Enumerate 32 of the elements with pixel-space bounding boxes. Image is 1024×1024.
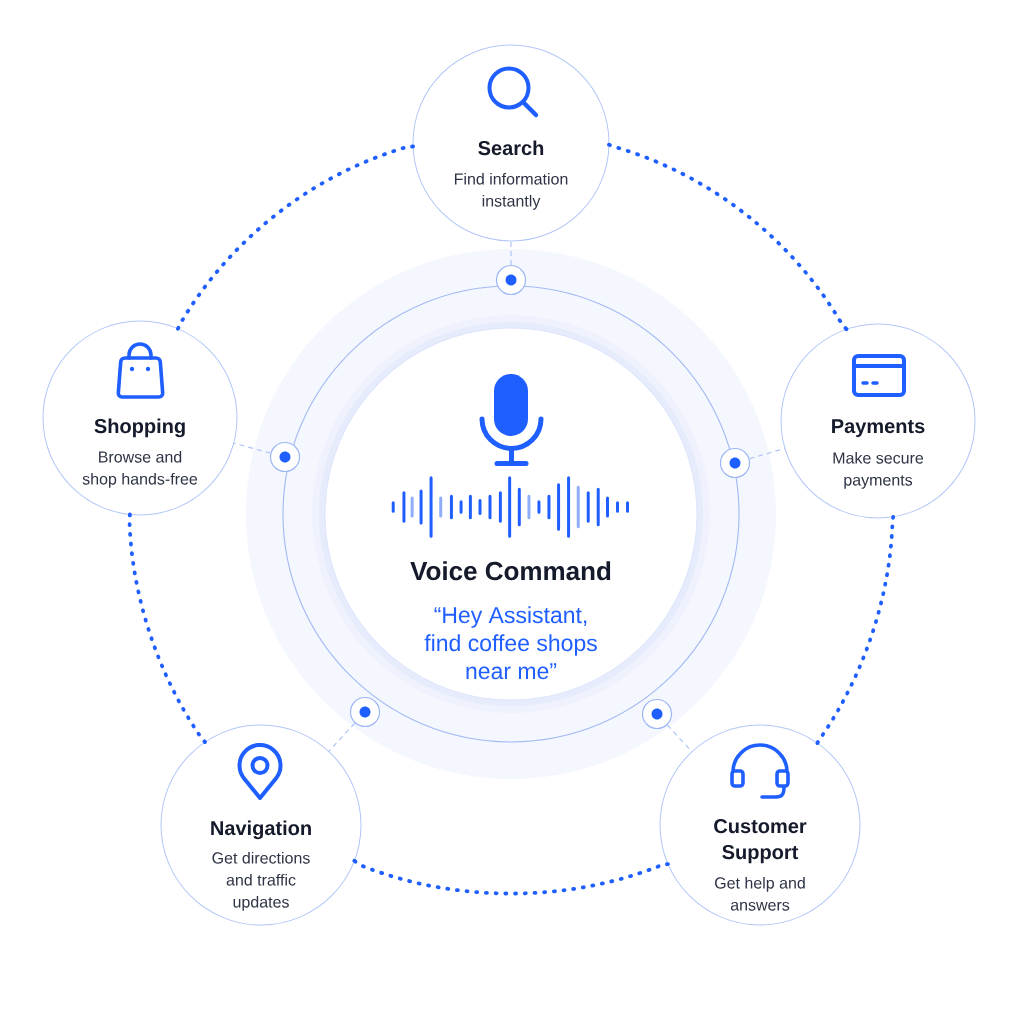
feature-title: Customer Support (714, 819, 807, 864)
dashed-line (748, 447, 786, 460)
dotted-arc (127, 512, 207, 744)
feature-title: Payments (832, 419, 925, 438)
dashed-line (328, 722, 356, 752)
feature-circle (42, 320, 238, 516)
dotted-arc (607, 142, 849, 332)
center-circle (324, 327, 698, 701)
quote-text: “Hey Assistant, find coffee shops near me” (424, 606, 597, 680)
dashed-line (510, 240, 512, 266)
feature-circle (412, 44, 610, 242)
connector-dot (641, 698, 673, 730)
feature-description: Get directions and traffic updates (212, 851, 310, 911)
connector-dot (349, 696, 381, 728)
heading: Voice Command (410, 561, 611, 581)
connector-dot (269, 441, 301, 473)
connector-dot (719, 447, 751, 479)
feature-circle (780, 323, 976, 519)
dashed-line (233, 442, 271, 454)
dotted-arc (352, 858, 670, 896)
feature-description: Browse and shop hands-free (82, 450, 198, 488)
feature-title: Shopping (94, 418, 185, 438)
dotted-arc (815, 514, 896, 745)
feature-circle (659, 724, 861, 926)
dotted-arc (176, 144, 415, 331)
connector-dot (495, 264, 527, 296)
feature-circle (160, 724, 362, 926)
feature-title: Search (478, 140, 544, 156)
feature-title: Navigation (211, 820, 311, 840)
feature-description: Make secure payments (833, 451, 924, 489)
feature-description: Get help and answers (715, 876, 805, 911)
feature-description: Find information instantly (454, 172, 568, 210)
